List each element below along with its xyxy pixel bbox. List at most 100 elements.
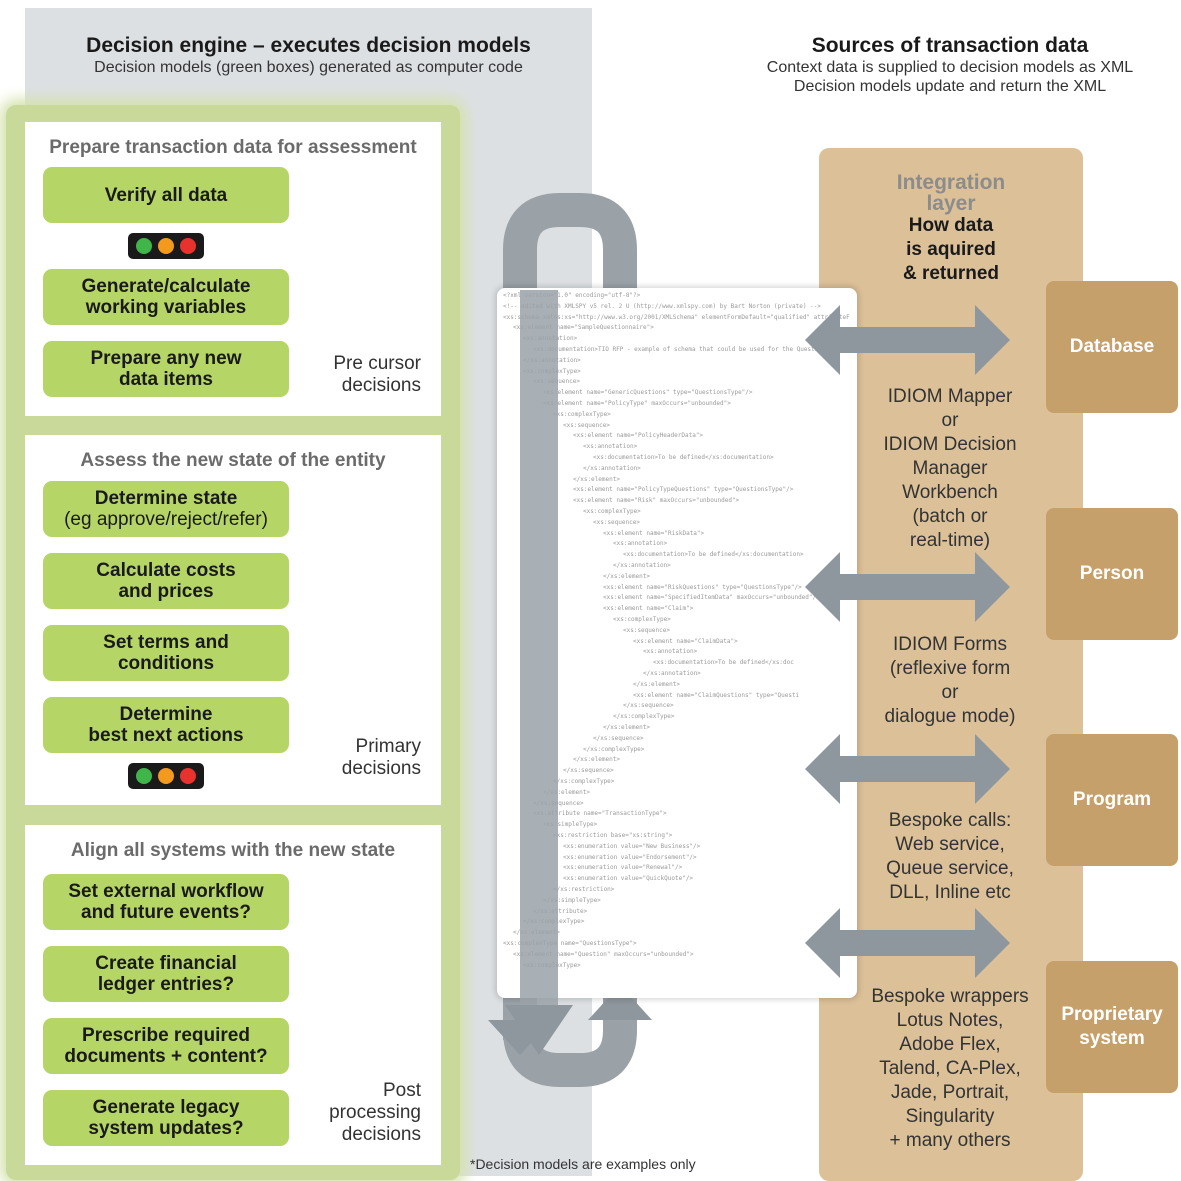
traffic-light-icon	[128, 233, 204, 259]
text-line: Web service,	[895, 834, 1005, 855]
system-label: Program	[1072, 789, 1152, 810]
xml-line: <xs:documentation>To be defined</xs:docu…	[593, 454, 774, 461]
system-program[interactable]: Program	[1046, 734, 1178, 866]
xml-line: <xs:annotation>	[643, 648, 698, 656]
xml-line: <!-- edited with XMLSPY v5 rel. 2 U (htt…	[503, 302, 821, 310]
box-line: Verify all data	[104, 184, 228, 206]
xml-line: </xs:element>	[633, 680, 680, 688]
sources-header: Sources of transaction data Context data…	[720, 34, 1180, 96]
text-line: (batch or	[912, 506, 988, 527]
text-line: (reflexive form	[889, 658, 1011, 679]
xml-line: <xs:element name="PolicyTypeQuestions" t…	[573, 486, 794, 494]
decision-box-workflow[interactable]: Set external workflow and future events?	[43, 874, 289, 930]
box-line: system updates?	[88, 1118, 244, 1139]
xml-line: </xs:sequence>	[593, 734, 644, 742]
box-line: Determine	[119, 704, 213, 725]
xml-line: <xs:complexType name="QuestionsType">	[503, 940, 637, 947]
system-database[interactable]: Database	[1046, 281, 1178, 413]
green-light-icon	[136, 238, 152, 254]
sources-title: Sources of transaction data	[811, 34, 1089, 57]
orange-light-icon	[158, 768, 174, 784]
panel-title: Prepare transaction data for assessment	[49, 137, 417, 158]
text-line: IDIOM Decision	[883, 434, 1017, 455]
box-line: Prescribe required	[82, 1025, 250, 1046]
note-line: decisions	[341, 758, 421, 779]
decision-box-generate[interactable]: Generate/calculate working variables	[43, 269, 289, 325]
xml-line: </xs:sequence>	[623, 702, 674, 710]
text-line: or	[941, 410, 959, 431]
text-line: dialogue mode)	[884, 706, 1016, 727]
xml-line: </xs:element>	[603, 572, 650, 580]
system-proprietary[interactable]: Proprietary system	[1046, 961, 1178, 1093]
xml-line: <xs:sequence>	[563, 421, 610, 429]
xml-line: <xs:documentation>To be defined</xs:doc	[653, 659, 794, 667]
text-line: Bespoke calls:	[888, 810, 1012, 831]
double-arrow-icon	[805, 908, 1010, 978]
double-arrow-icon	[805, 305, 1010, 375]
loop-arrow-icon	[488, 193, 652, 1087]
xml-line: </xs:complexType>	[583, 745, 645, 753]
loop-arrow-head-up	[588, 985, 652, 1020]
text-line: IDIOM Forms	[893, 634, 1007, 655]
text-line: Talend, CA-Plex,	[879, 1058, 1021, 1079]
integration-title: Integration	[896, 171, 1006, 194]
xml-line: <xs:element name="RiskData">	[603, 529, 705, 537]
xml-line: </xs:attribute>	[533, 907, 588, 915]
box-line: and future events?	[81, 902, 251, 923]
engine-title: Decision engine – executes decision mode…	[86, 34, 531, 57]
system-label: Person	[1079, 563, 1145, 584]
xml-line: </xs:sequence>	[533, 799, 584, 807]
decision-box-costs[interactable]: Calculate costs and prices	[43, 553, 289, 609]
system-person[interactable]: Person	[1046, 508, 1178, 640]
box-line: (eg approve/reject/refer)	[64, 509, 268, 530]
panel-note: Pre cursor decisions	[300, 353, 421, 397]
box-line: Determine state	[94, 488, 238, 509]
xml-line: <xs:element name="Claim">	[603, 605, 694, 613]
orange-light-icon	[158, 238, 174, 254]
decision-box-determine-state[interactable]: Determine state (eg approve/reject/refer…	[43, 481, 289, 537]
text-line: real-time)	[909, 530, 991, 551]
text-line: DLL, Inline etc	[889, 882, 1011, 903]
decision-box-ledger[interactable]: Create financial ledger entries?	[43, 946, 289, 1002]
decision-box-legacy[interactable]: Generate legacy system updates?	[43, 1090, 289, 1146]
xml-line: <xs:element name="SampleQuestionnaire">	[513, 324, 654, 332]
down-arrow-icon	[505, 290, 573, 1055]
text-line: Adobe Flex,	[899, 1034, 1001, 1055]
xml-line: </xs:sequence>	[563, 767, 614, 775]
text-line: IDIOM Mapper	[887, 386, 1013, 407]
integration-subtitle: is aquired	[906, 239, 996, 260]
xml-line: </xs:annotation>	[613, 562, 671, 569]
decision-box-verify[interactable]: Verify all data	[43, 167, 289, 223]
integration-mapper-text: IDIOM Mapper or IDIOM Decision Manager W…	[850, 385, 1050, 553]
down-arrow-head	[505, 1005, 573, 1055]
xml-line: <xs:complexType>	[583, 508, 641, 515]
loop-arrow-path-top	[503, 193, 637, 1040]
box-line: Set external workflow	[68, 881, 264, 902]
text-line: Jade, Portrait,	[890, 1082, 1010, 1103]
integration-forms-text: IDIOM Forms (reflexive form or dialogue …	[850, 633, 1050, 729]
xml-line: <xs:element name="PolicyType" maxOccurs=…	[543, 400, 731, 407]
text-line: Queue service,	[886, 858, 1014, 879]
decision-box-terms[interactable]: Set terms and conditions	[43, 625, 289, 681]
engine-header: Decision engine – executes decision mode…	[25, 34, 592, 77]
green-light-icon	[136, 768, 152, 784]
box-line: documents + content?	[64, 1046, 268, 1067]
xml-line: <xs:enumeration value="New Business"/>	[563, 842, 701, 850]
xml-line: <xs:enumeration value="Endorsement"/>	[563, 853, 697, 861]
system-label: system	[1079, 1028, 1145, 1049]
xml-line: <xs:annotation>	[583, 443, 638, 451]
note-line: decisions	[341, 375, 421, 396]
decision-box-documents[interactable]: Prescribe required documents + content?	[43, 1018, 289, 1074]
xml-line: <xs:element name="Risk" maxOccurs="unbou…	[573, 497, 740, 505]
decision-box-next-actions[interactable]: Determine best next actions	[43, 697, 289, 753]
system-label: Proprietary	[1061, 1004, 1163, 1025]
note-line: processing	[329, 1102, 421, 1123]
box-line: best next actions	[88, 725, 244, 746]
text-line: Lotus Notes,	[896, 1010, 1004, 1031]
text-line: Workbench	[902, 482, 998, 503]
box-line: Generate legacy	[92, 1097, 240, 1118]
decision-box-prepare[interactable]: Prepare any new data items	[43, 341, 289, 397]
integration-subtitle: How data	[908, 215, 994, 236]
text-line: + many others	[889, 1130, 1011, 1151]
xml-line: <xs:complexType>	[553, 410, 611, 418]
